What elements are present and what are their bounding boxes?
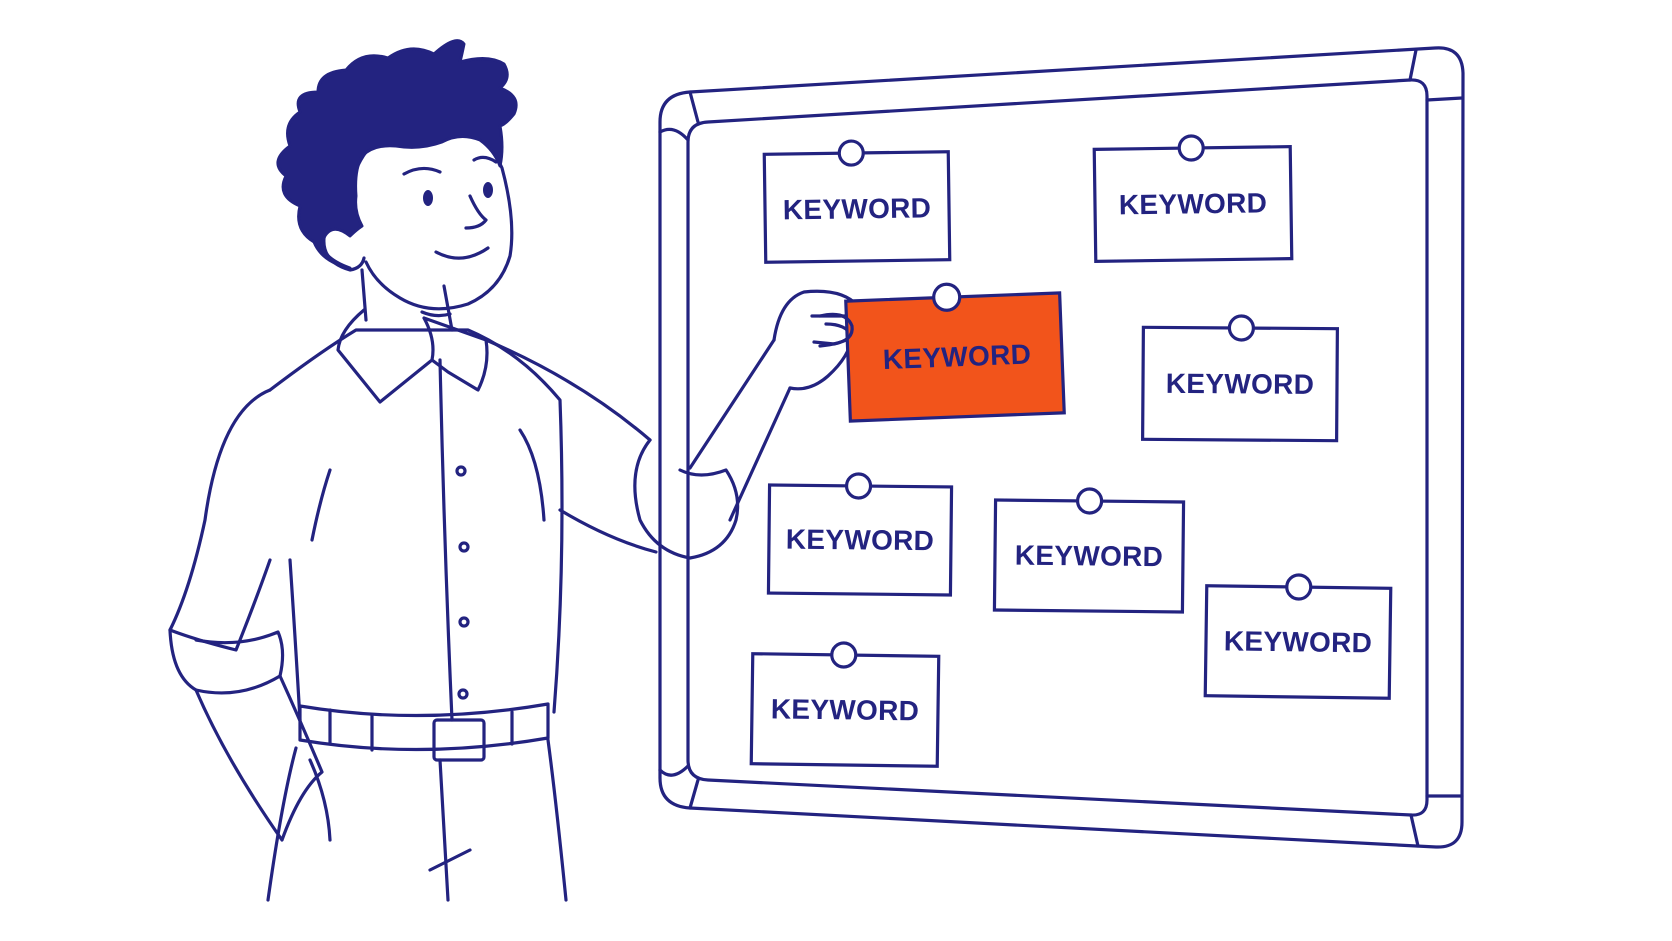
pin-icon	[1227, 314, 1255, 342]
eye-icon	[423, 190, 433, 206]
shirt-button	[455, 465, 467, 477]
pin-icon	[844, 472, 873, 500]
keyword-label: KEYWORD	[786, 524, 935, 557]
person	[168, 289, 860, 902]
keyword-card: KEYWORD	[762, 139, 952, 264]
keyword-card: KEYWORD	[1092, 134, 1294, 263]
pin-icon	[1177, 134, 1205, 162]
trouser-fold	[428, 848, 472, 872]
right-hand	[772, 289, 860, 391]
belt-buckle	[432, 718, 486, 762]
left-sleeve	[168, 388, 272, 652]
whiteboard	[658, 46, 1465, 849]
pin-icon	[830, 641, 858, 669]
belt	[298, 702, 550, 752]
keyword-card: KEYWORD	[1203, 573, 1393, 700]
whiteboard-left-corner-top	[658, 90, 700, 142]
keyword-label: KEYWORD	[1119, 187, 1268, 220]
trousers	[266, 738, 568, 902]
whiteboard-right-corner-top	[1408, 48, 1464, 102]
keyword-label: KEYWORD	[771, 693, 920, 726]
keyword-label: KEYWORD	[882, 338, 1031, 375]
shirt-collar	[336, 308, 489, 404]
keyword-card: KEYWORD	[1141, 314, 1339, 443]
shirt-button	[458, 616, 470, 628]
pin-icon	[837, 139, 865, 167]
whiteboard-outer-frame	[658, 46, 1465, 849]
keyword-card-highlighted: KEYWORD	[844, 282, 1066, 423]
left-cuff	[168, 628, 285, 695]
person-head	[276, 39, 518, 332]
shirt-body	[268, 328, 564, 722]
nose	[464, 194, 488, 230]
hair	[276, 39, 518, 270]
keyword-label: KEYWORD	[1166, 368, 1315, 400]
whiteboard-left-corner-bottom	[658, 764, 700, 810]
left-forearm	[194, 674, 324, 842]
face-outline	[354, 120, 514, 311]
shirt-button	[458, 541, 470, 553]
keyword-card: KEYWORD	[766, 472, 954, 597]
shirt-placket	[438, 358, 454, 722]
right-thumb	[812, 312, 854, 346]
keyword-label: KEYWORD	[1224, 625, 1373, 658]
mouth	[434, 246, 490, 260]
keyword-label: KEYWORD	[1015, 540, 1164, 573]
right-forearm	[688, 338, 792, 522]
pin-icon	[1285, 573, 1313, 601]
keyword-card: KEYWORD	[992, 487, 1186, 614]
right-sleeve	[484, 338, 658, 554]
shirt-button	[457, 688, 469, 700]
keyword-label: KEYWORD	[783, 192, 932, 225]
eyebrow	[402, 155, 498, 176]
eye-icon	[483, 182, 493, 198]
pocket	[308, 758, 332, 842]
shirt-fold	[310, 428, 546, 542]
right-cuff	[633, 438, 740, 560]
pin-icon	[932, 282, 962, 312]
keyword-card: KEYWORD	[749, 641, 941, 768]
pin-icon	[1075, 487, 1104, 515]
whiteboard-right-corner-bottom	[1409, 794, 1464, 848]
belt-loops	[328, 708, 514, 752]
